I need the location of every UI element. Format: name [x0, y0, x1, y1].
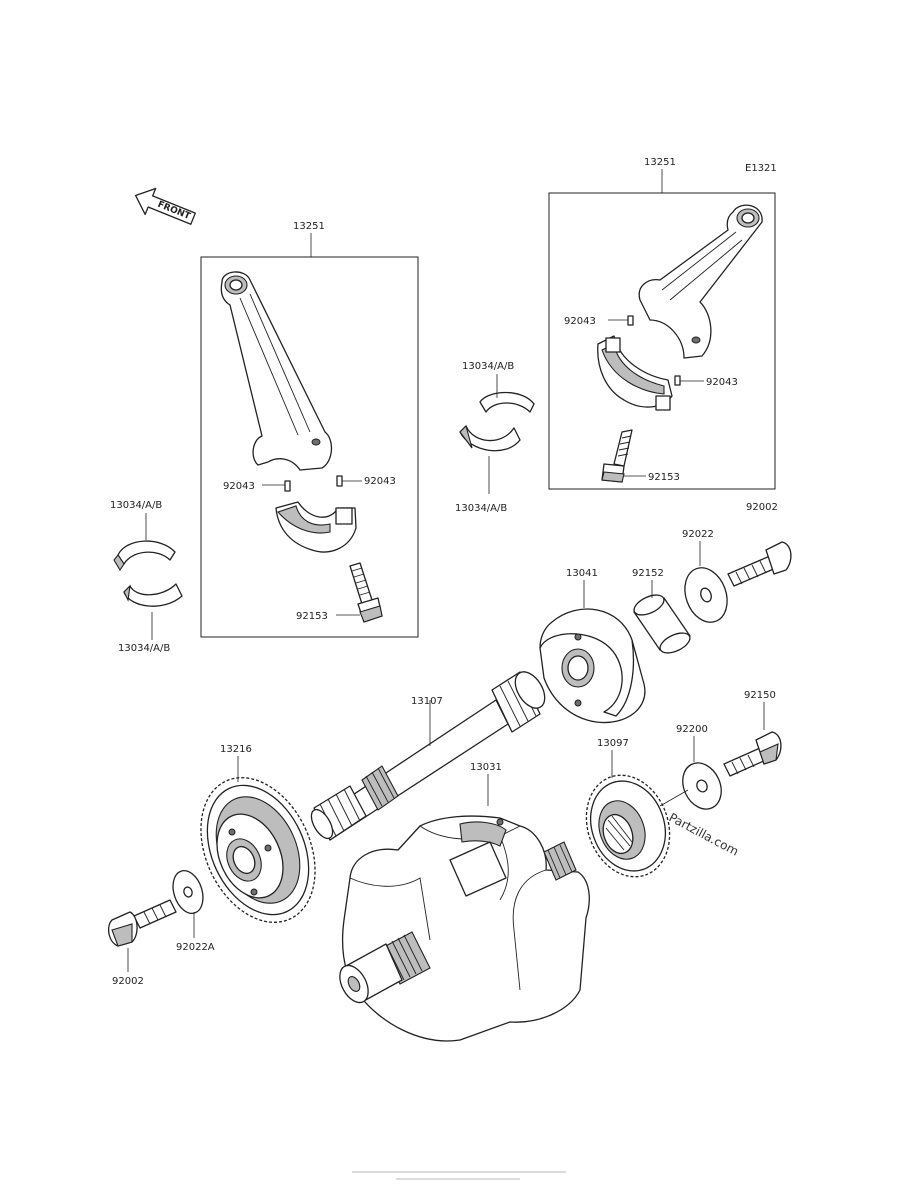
connecting-rod-box-right: 13251 92043 92043 92153: [548, 157, 776, 490]
part-label-92022: 92022: [682, 529, 714, 540]
part-label-92200: 92200: [676, 724, 708, 735]
front-arrow-icon: FRONT: [134, 187, 196, 225]
rod-cap-right: [597, 335, 673, 411]
part-label-92043-left-1: 92043: [223, 481, 255, 492]
diagram-code: E1321: [745, 163, 777, 174]
part-label-13041: 13041: [566, 568, 598, 579]
part-label-92150: 92150: [744, 690, 776, 701]
part-label-92043-right-2: 92043: [706, 377, 738, 388]
part-label-13031: 13031: [470, 762, 502, 773]
part-label-13107: 13107: [411, 696, 443, 707]
balancer-weight: [539, 608, 646, 724]
part-label-13034-b: 13034/A/B: [118, 643, 170, 654]
front-arrow-label: FRONT: [156, 200, 192, 222]
dowel-pin-left-2: [336, 475, 343, 487]
watermark: Partzilla.com: [667, 810, 741, 858]
bolt-top-right: [727, 541, 792, 587]
washer-right: [682, 762, 722, 810]
connecting-rod-right: [638, 204, 763, 359]
part-label-92153-left: 92153: [296, 611, 328, 622]
balancer-shaft: [310, 671, 546, 841]
part-label-13097: 13097: [597, 738, 629, 749]
part-label-92022A: 92022A: [176, 942, 215, 953]
crankshaft: [339, 815, 590, 1042]
connecting-rod-left: [220, 271, 333, 471]
dowel-pin-left-1: [284, 480, 291, 492]
washer-top: [684, 567, 728, 623]
dowel-pin-right-2: [674, 375, 681, 386]
part-label-92002-bottom: 92002: [112, 976, 144, 987]
bearing-shells-middle: [459, 374, 535, 494]
rod-bolt-left: [349, 562, 383, 623]
part-label-92043-left-2: 92043: [364, 476, 396, 487]
connecting-rod-box-left: 13251 92043 92043 921: [200, 221, 419, 638]
dowel-pin-right-1: [627, 315, 634, 326]
part-label-13216: 13216: [220, 744, 252, 755]
bearing-shells-left: [113, 513, 183, 640]
rod-cap-left: [275, 501, 357, 553]
washer-bottom-left: [172, 869, 204, 915]
part-label-13034-a: 13034/A/B: [110, 500, 162, 511]
collar: [633, 594, 691, 654]
part-label-13034-d: 13034/A/B: [455, 503, 507, 514]
part-label-92153-right: 92153: [648, 472, 680, 483]
part-label-92043-right-1: 92043: [564, 316, 596, 327]
bolt-bottom-left: [107, 899, 177, 947]
part-label-13251-right: 13251: [644, 157, 676, 168]
part-label-13251-left: 13251: [293, 221, 325, 232]
rod-bolt-right: [601, 429, 633, 483]
bolt-right: [723, 731, 782, 777]
part-label-92152: 92152: [632, 568, 664, 579]
part-label-13034-c: 13034/A/B: [462, 361, 514, 372]
crank-gear-small: [585, 774, 671, 878]
part-label-92002-top: 92002: [746, 502, 778, 513]
balancer-gear-large: [200, 777, 316, 923]
